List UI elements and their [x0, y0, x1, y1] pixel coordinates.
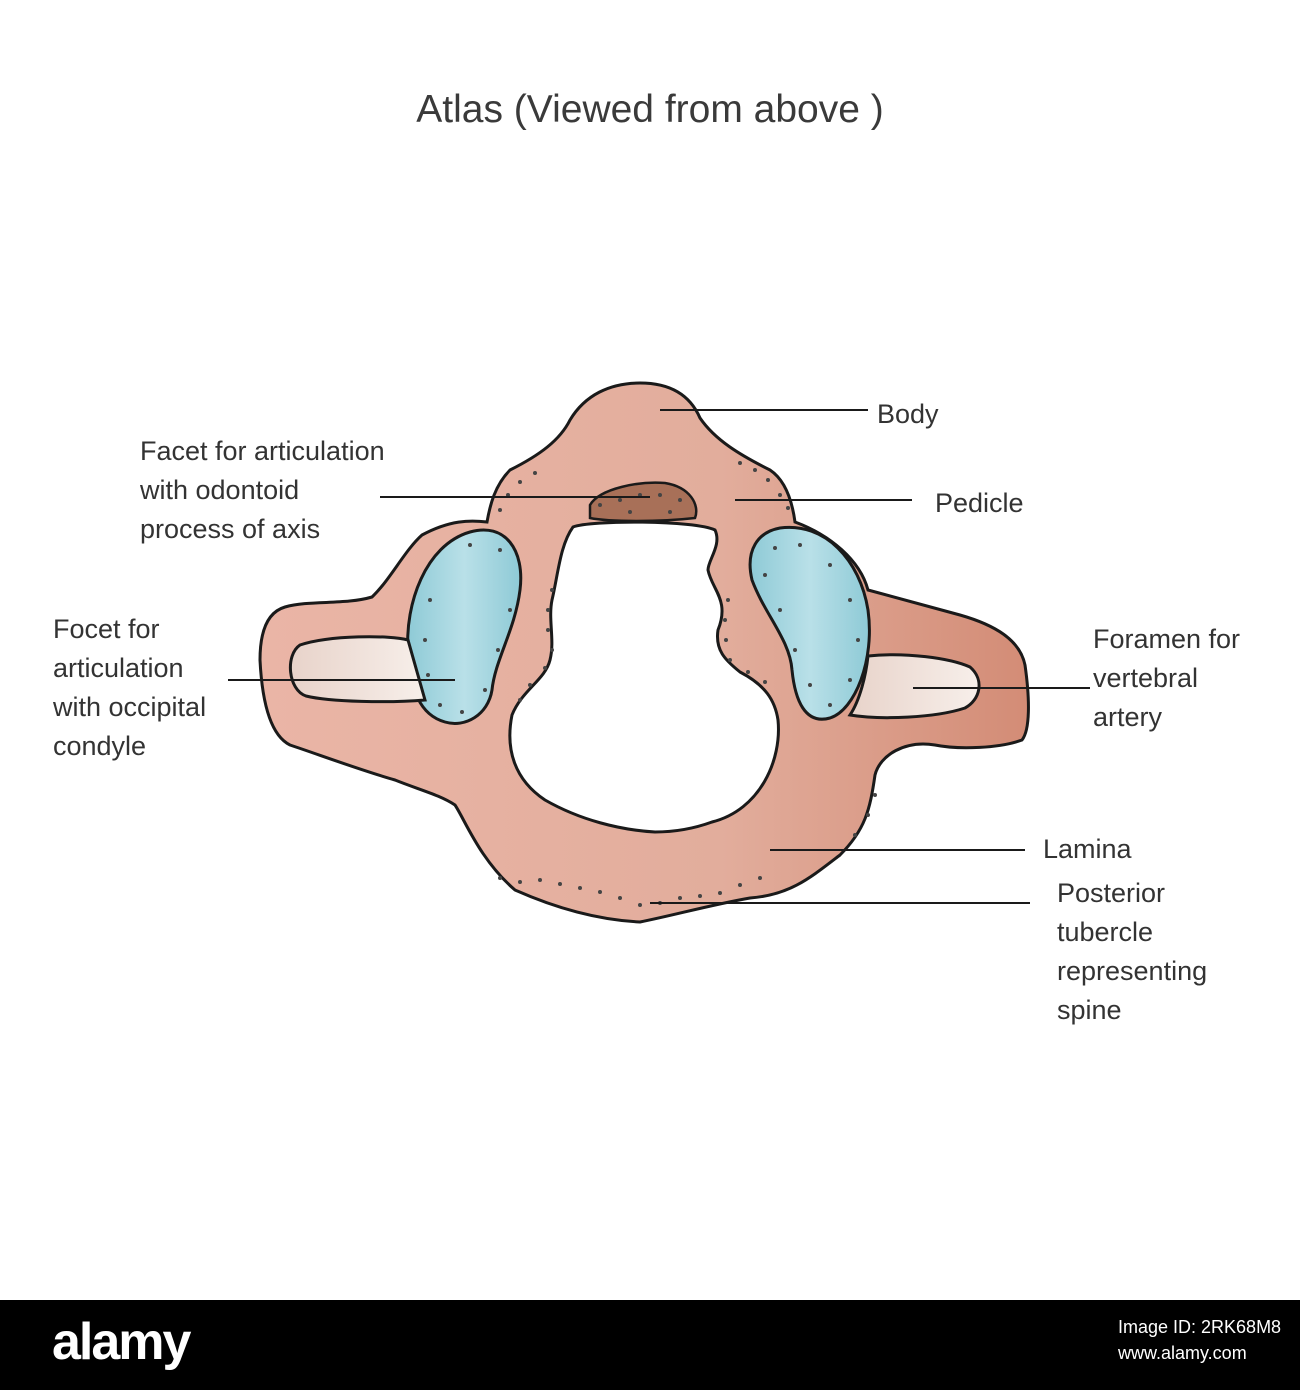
brand-logo: alamy [52, 1313, 191, 1371]
label-pedicle: Pedicle [935, 488, 1024, 518]
right-occipital-facet [748, 525, 871, 721]
diagram-title: Atlas (Viewed from above ) [416, 88, 884, 131]
image-id: Image ID: 2RK68M8 www.alamy.com [1118, 1317, 1282, 1363]
label-posterior-tubercle: Posterior tubercle representing spine [1057, 878, 1208, 1025]
label-facet-odontoid: Facet for articulation with odontoid pro… [140, 436, 385, 544]
right-vertebral-foramen [847, 653, 981, 720]
footer-bar: alamy Image ID: 2RK68M8 www.alamy.com [0, 1300, 1300, 1390]
label-lamina: Lamina [1043, 834, 1132, 864]
label-body: Body [877, 399, 939, 429]
left-occipital-facet [406, 528, 523, 725]
label-facet-occipital: Focet for articulation with occipital co… [53, 614, 207, 761]
atlas-illustration [228, 381, 1090, 924]
label-foramen: Foramen for vertebral artery [1093, 624, 1241, 732]
left-vertebral-foramen [288, 635, 427, 704]
